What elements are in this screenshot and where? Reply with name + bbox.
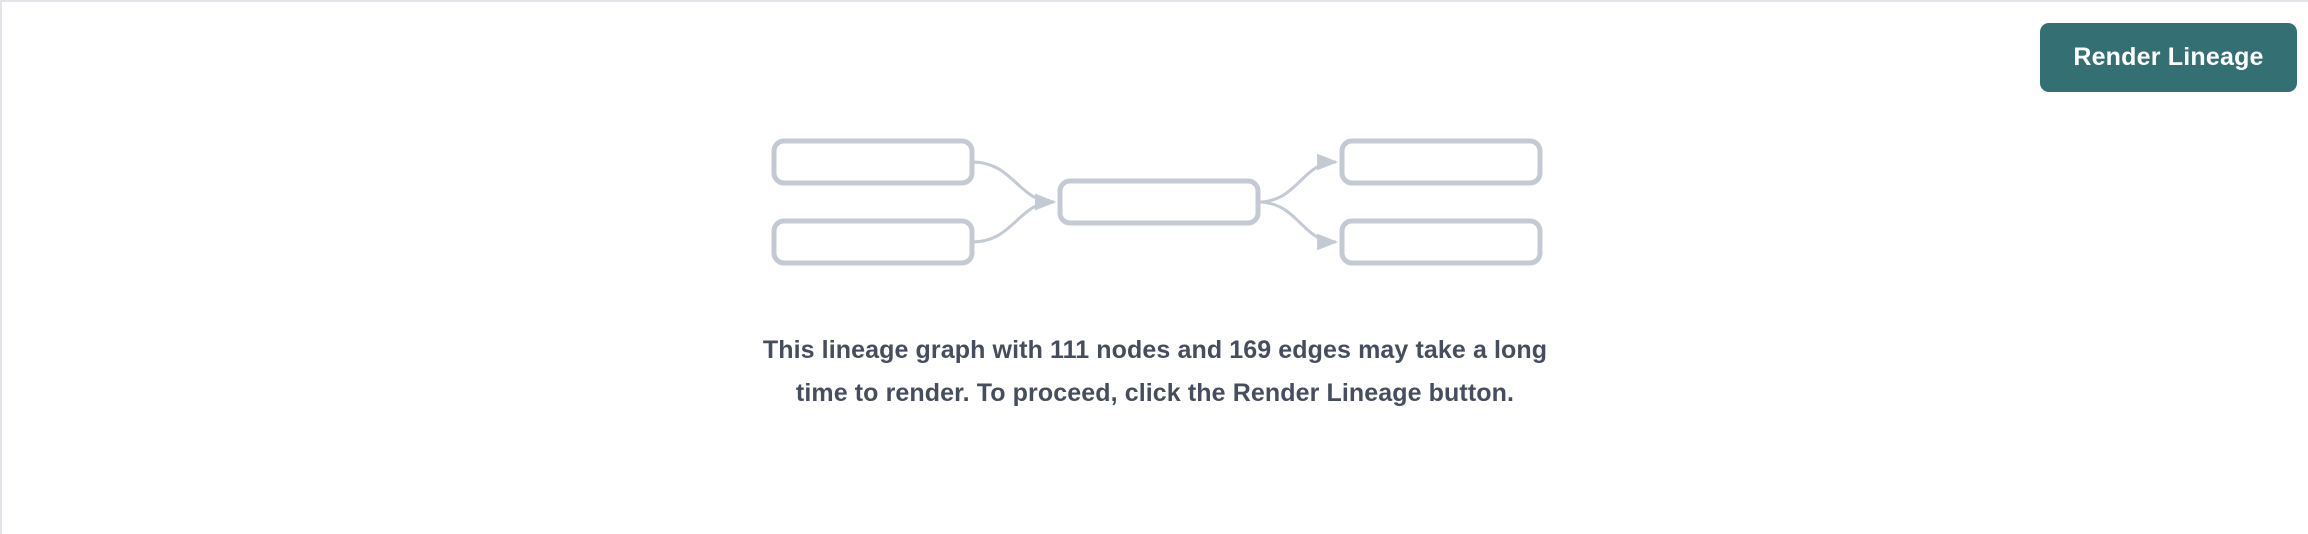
placeholder-node-right-bottom <box>1339 218 1543 266</box>
lineage-graph-placeholder <box>2 2 2308 302</box>
edge-left-top-to-center <box>971 160 1057 211</box>
edge-center-to-right-bottom <box>1257 200 1339 251</box>
edge-left-bottom-to-center <box>971 193 1057 244</box>
placeholder-node-left-top <box>771 138 975 186</box>
placeholder-graph-svg <box>771 138 1543 266</box>
placeholder-node-center <box>1057 178 1261 226</box>
edge-center-to-right-top <box>1257 153 1339 204</box>
placeholder-node-left-bottom <box>771 218 975 266</box>
lineage-warning-message: This lineage graph with 111 nodes and 16… <box>762 336 1548 407</box>
placeholder-node-right-top <box>1339 138 1543 186</box>
render-lineage-button[interactable]: Render Lineage <box>2040 23 2297 92</box>
